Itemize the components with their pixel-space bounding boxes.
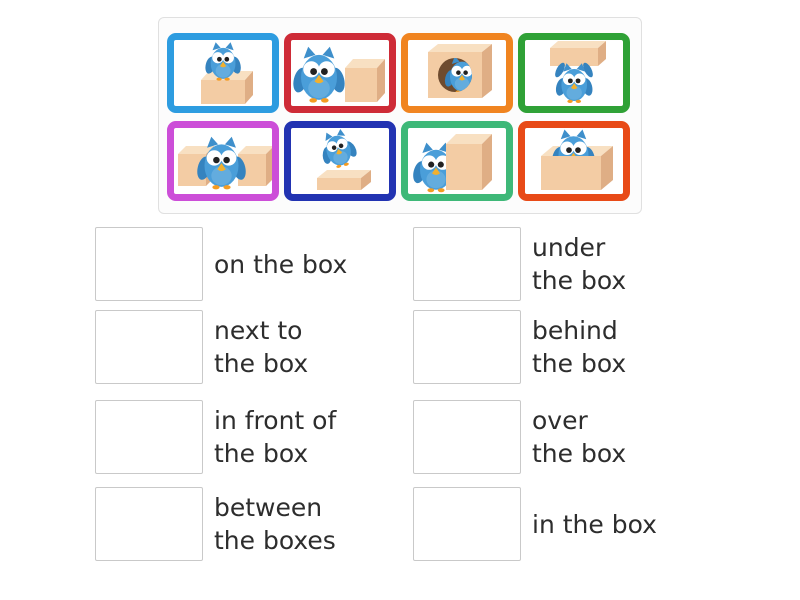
owl-between-boxes-illustration (178, 136, 272, 190)
tile-owl-in-box[interactable] (401, 33, 513, 113)
match-label: between the boxes (214, 493, 336, 555)
match-label: next to the box (214, 316, 309, 378)
match-row: behind the box (413, 310, 626, 384)
match-label: behind the box (532, 316, 627, 378)
answer-drop-zone[interactable] (413, 227, 521, 301)
tile-owl-under-box[interactable] (518, 33, 630, 113)
owl-over-box-illustration (315, 128, 371, 190)
match-label: in front of the box (214, 406, 337, 468)
match-row: in front of the box (95, 400, 336, 474)
tile-owl-next-to-box[interactable] (284, 33, 396, 113)
tile-owl-peeking-over-box[interactable] (518, 121, 630, 201)
owl-in-box-illustration (428, 44, 492, 98)
answer-drop-zone[interactable] (413, 310, 521, 384)
answer-drop-zone[interactable] (95, 227, 203, 301)
tile-owl-on-box[interactable] (167, 33, 279, 113)
match-label: over the box (532, 406, 627, 468)
answer-drop-zone[interactable] (413, 400, 521, 474)
match-row: over the box (413, 400, 626, 474)
match-label: in the box (532, 509, 657, 539)
match-row: in the box (413, 487, 657, 561)
answer-drop-zone[interactable] (95, 400, 203, 474)
match-row: next to the box (95, 310, 308, 384)
match-label: under the box (532, 233, 627, 295)
tile-owl-over-box[interactable] (284, 121, 396, 201)
match-label: on the box (214, 249, 348, 279)
owl-under-box-illustration (550, 41, 606, 103)
owl-next-to-box-illustration (291, 46, 385, 103)
owl-peeking-over-box-illustration (541, 129, 613, 190)
match-row: on the box (95, 227, 347, 301)
match-row: under the box (413, 227, 626, 301)
answer-drop-zone[interactable] (95, 310, 203, 384)
answer-drop-zone[interactable] (413, 487, 521, 561)
tiles-board (158, 17, 642, 214)
tile-owl-between-boxes[interactable] (167, 121, 279, 201)
owl-on-box-illustration (201, 42, 253, 104)
owl-behind-tall-box-illustration (411, 134, 492, 193)
match-row: between the boxes (95, 487, 336, 561)
tile-owl-behind-tall-box[interactable] (401, 121, 513, 201)
answer-drop-zone[interactable] (95, 487, 203, 561)
